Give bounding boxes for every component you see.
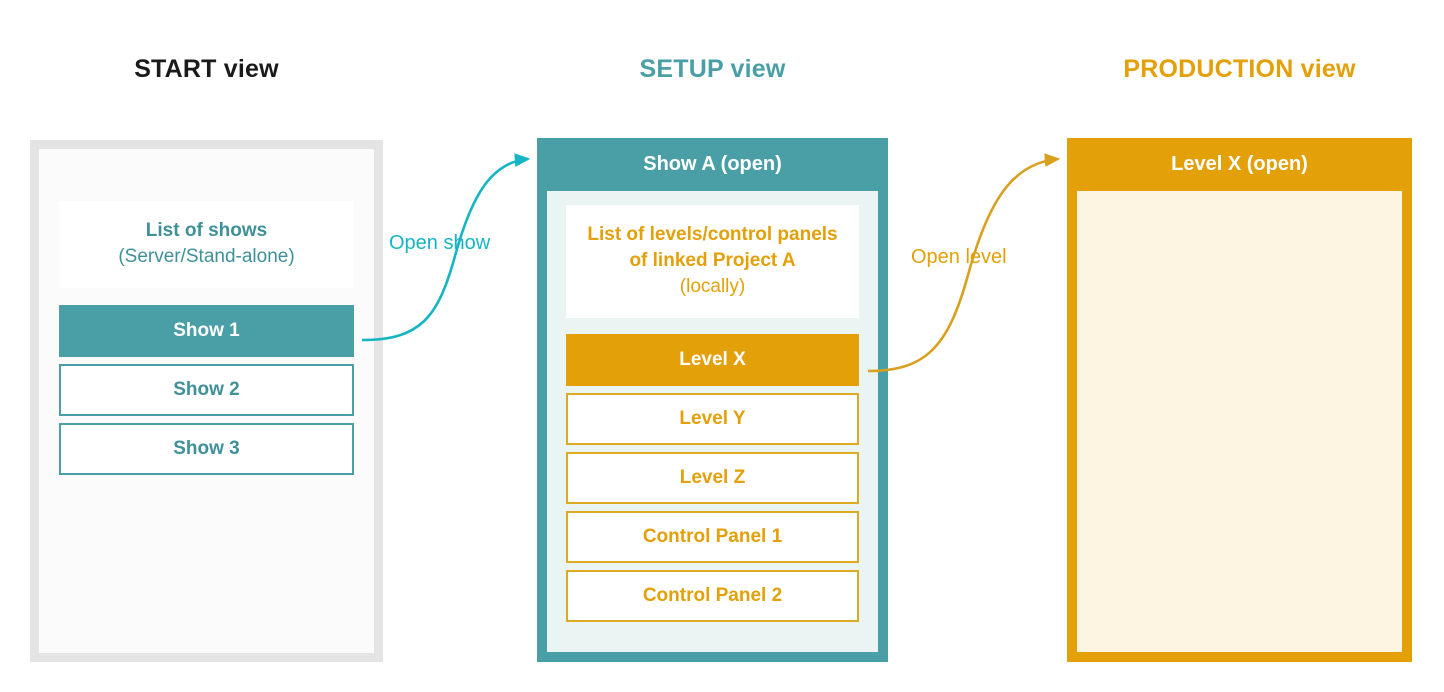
list-of-shows-title: List of shows xyxy=(145,220,268,241)
list-item-label: Control Panel 1 xyxy=(642,525,783,547)
list-item-label: Level Z xyxy=(679,466,746,488)
list-item-label: Show 2 xyxy=(173,379,240,401)
setup-panel-content: List of levels/control panels of linked … xyxy=(547,191,878,652)
list-item-control-panel-1[interactable]: Control Panel 1 xyxy=(566,510,859,563)
column-title-setup: SETUP view xyxy=(639,55,786,83)
start-panel-content: List of shows (Server/Stand-alone) Show … xyxy=(39,149,374,653)
list-of-levels-title-line2: of linked Project A xyxy=(629,250,796,272)
list-item-show-3[interactable]: Show 3 xyxy=(59,423,354,476)
arrow-label-open-show: Open show xyxy=(389,232,491,254)
production-panel-header: Level X (open) xyxy=(1067,138,1412,191)
list-item-label: Level Y xyxy=(679,407,746,429)
list-item-level-x[interactable]: Level X xyxy=(566,333,859,386)
list-item-label: Control Panel 2 xyxy=(642,584,783,606)
list-of-levels-info-box: List of levels/control panels of linked … xyxy=(566,205,859,318)
setup-panel-header: Show A (open) xyxy=(537,138,888,191)
setup-view-panel: Show A (open) List of levels/control pan… xyxy=(537,138,888,662)
list-of-levels-title-line1: List of levels/control panels xyxy=(587,224,838,245)
production-header-label: Level X (open) xyxy=(1171,153,1308,175)
column-title-start: START view xyxy=(134,55,279,83)
list-item-label: Level X xyxy=(679,348,746,370)
list-of-shows-subtitle: (Server/Stand-alone) xyxy=(118,245,295,267)
column-title-production: PRODUCTION view xyxy=(1123,55,1356,83)
start-view-panel: List of shows (Server/Stand-alone) Show … xyxy=(30,140,383,662)
list-item-show-2[interactable]: Show 2 xyxy=(59,364,354,417)
list-item-show-1[interactable]: Show 1 xyxy=(59,305,354,358)
production-panel-content xyxy=(1077,191,1402,652)
list-of-levels-subtitle: (locally) xyxy=(679,276,746,298)
list-item-label: Show 3 xyxy=(173,438,240,460)
list-item-level-z[interactable]: Level Z xyxy=(566,451,859,504)
production-view-panel: Level X (open) xyxy=(1067,138,1412,662)
list-item-label: Show 1 xyxy=(173,320,240,342)
list-item-control-panel-2[interactable]: Control Panel 2 xyxy=(566,569,859,622)
setup-header-label: Show A (open) xyxy=(643,153,782,175)
list-of-shows-info-box: List of shows (Server/Stand-alone) xyxy=(59,201,354,289)
arrow-label-open-level: Open level xyxy=(911,246,1007,268)
list-item-level-y[interactable]: Level Y xyxy=(566,392,859,445)
